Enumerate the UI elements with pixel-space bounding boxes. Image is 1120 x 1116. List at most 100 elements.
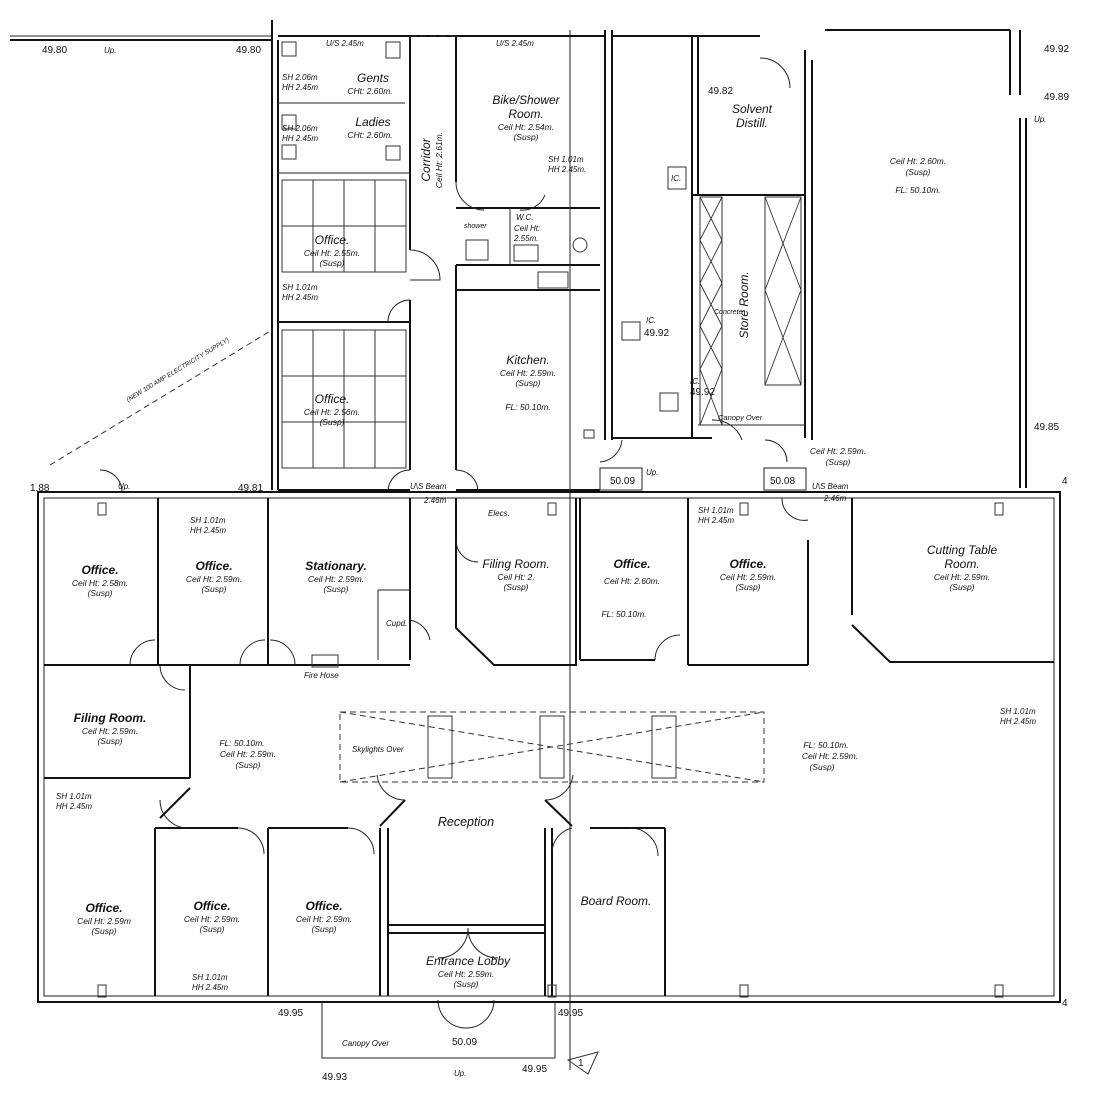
room-office-s4: Office. bbox=[729, 557, 766, 571]
entrance-ceil: Ceil Ht: 2.59m. bbox=[438, 969, 494, 979]
bay-ceil: Ceil Ht: 2.59m. bbox=[810, 446, 866, 456]
edge-marker-b: 4 bbox=[1062, 998, 1068, 1009]
kitchen-fl: FL: 50.10m. bbox=[505, 402, 550, 412]
us-beam-1: U\S Beam bbox=[410, 482, 447, 491]
office-s4-sh: SH 1.01m bbox=[698, 506, 734, 515]
office-b3-ceil: Ceil Ht: 2.59m. bbox=[296, 914, 352, 924]
us-beam-1-val: 2.46m bbox=[423, 496, 447, 505]
room-office-b3: Office. bbox=[305, 899, 342, 913]
gents-sh: SH 2.06m bbox=[282, 73, 318, 82]
room-corridor: Corridor bbox=[419, 137, 433, 181]
sw-hh: HH 2.45m bbox=[56, 802, 92, 811]
wc-ceil-val: 2.55m. bbox=[513, 234, 538, 243]
level-tr: 49.92 bbox=[1044, 44, 1069, 55]
hall-east-fl: FL: 50.10m. bbox=[803, 740, 848, 750]
office-s2-hh: HH 2.45m bbox=[190, 526, 226, 535]
kitchen-susp: (Susp) bbox=[515, 378, 540, 388]
us-top-2: U/S 2.45m bbox=[496, 39, 534, 48]
up-label-right: Up. bbox=[1034, 115, 1046, 124]
ic-label-1: IC. bbox=[671, 174, 681, 183]
canopy-over-north: Canopy Over bbox=[718, 413, 763, 422]
step-level-2: 50.08 bbox=[770, 476, 795, 487]
room-solvent: Solvent bbox=[732, 102, 773, 116]
office-s3-ceil: Ceil Ht: 2.60m. bbox=[604, 576, 660, 586]
kitchen-ceil: Ceil Ht: 2.59m. bbox=[500, 368, 556, 378]
concrete-label: Concrete bbox=[714, 309, 743, 316]
level-entrance: 50.09 bbox=[452, 1037, 477, 1048]
level-bot2-left: 49.93 bbox=[322, 1072, 347, 1083]
office-s4-susp: (Susp) bbox=[735, 582, 760, 592]
level-r-up: 49.89 bbox=[1044, 92, 1069, 103]
office-n1-ceil: Ceil Ht: 2.55m. bbox=[304, 248, 360, 258]
hall-east-sh: SH 1.01m bbox=[1000, 707, 1036, 716]
level-mid-left: 1.88 bbox=[30, 483, 50, 494]
warehouse-susp: (Susp) bbox=[905, 167, 930, 177]
hall-west-fl: FL: 50.10m. bbox=[219, 738, 264, 748]
room-wc: W.C. bbox=[516, 213, 533, 222]
ic-level-3: 49.92 bbox=[690, 387, 715, 398]
sw-sh: SH 1.01m bbox=[56, 792, 92, 801]
room-office-s3: Office. bbox=[613, 557, 650, 571]
room-filing-west: Filing Room. bbox=[74, 711, 147, 725]
solvent-level: 49.82 bbox=[708, 86, 733, 97]
hall-west-ceil: Ceil Ht: 2.59m. bbox=[220, 749, 276, 759]
level-bot-left: 49.95 bbox=[278, 1008, 303, 1019]
us-beam-2: U\S Beam bbox=[812, 482, 849, 491]
filing-north-susp: (Susp) bbox=[503, 582, 528, 592]
room-entrance-lobby: Entrance Lobby bbox=[426, 954, 511, 968]
hall-east-susp: (Susp) bbox=[809, 762, 834, 772]
room-kitchen: Kitchen. bbox=[506, 353, 549, 367]
bike-hh: HH 2.45m. bbox=[548, 165, 586, 174]
corridor-label-group: Corridor Ceil Ht: 2.61m. bbox=[419, 132, 444, 188]
office-s2-susp: (Susp) bbox=[201, 584, 226, 594]
room-filing-north: Filing Room. bbox=[482, 557, 549, 571]
electricity-supply-note: (NEW 100 AMP ELECTRICITY SUPPLY) bbox=[125, 337, 230, 404]
office-b1-susp: (Susp) bbox=[91, 926, 116, 936]
level-mid-left-2: 49.81 bbox=[238, 483, 263, 494]
filing-west-ceil: Ceil Ht: 2.59m. bbox=[82, 726, 138, 736]
stationary-susp: (Susp) bbox=[323, 584, 348, 594]
hall-east-hh: HH 2.45m bbox=[1000, 717, 1036, 726]
level-bot-right: 49.95 bbox=[558, 1008, 583, 1019]
cutting-ceil: Ceil Ht: 2.59m. bbox=[934, 572, 990, 582]
shower-label: shower bbox=[464, 223, 487, 230]
office-s1-ceil: Ceil Ht: 2.58m. bbox=[72, 578, 128, 588]
us-top-1: U/S 2.45m bbox=[326, 39, 364, 48]
ic-label-3: IC. bbox=[690, 377, 700, 386]
north-arrow-label: 1 bbox=[578, 1058, 584, 1069]
outer-walls bbox=[10, 20, 1061, 1003]
room-board: Board Room. bbox=[581, 894, 652, 908]
room-office-s1: Office. bbox=[81, 563, 118, 577]
elecs-label: Elecs. bbox=[488, 509, 510, 518]
bike-ceil: Ceil Ht: 2.54m. bbox=[498, 122, 554, 132]
office-b1-ceil: Ceil Ht: 2.59m bbox=[77, 916, 131, 926]
ladies-cht: CHt: 2.60m. bbox=[347, 130, 392, 140]
office-n2-susp: (Susp) bbox=[319, 417, 344, 427]
office-n1-sh: SH 1.01m bbox=[282, 283, 318, 292]
level-r-mid: 49.85 bbox=[1034, 422, 1059, 433]
room-cutting-table-2: Room. bbox=[944, 557, 979, 571]
us-beam-2-val: 2.46m bbox=[823, 494, 847, 503]
cupd-label: Cupd. bbox=[386, 619, 407, 628]
bike-susp: (Susp) bbox=[513, 132, 538, 142]
up-label-bottom: Up. bbox=[454, 1069, 466, 1078]
hall-west-susp: (Susp) bbox=[235, 760, 260, 770]
gents-hh: HH 2.45m bbox=[282, 83, 318, 92]
room-solvent-2: Distill. bbox=[736, 116, 768, 130]
office-b2-hh: HH 2.45m bbox=[192, 983, 228, 992]
ic-label-2: IC. bbox=[646, 316, 656, 325]
skylights-label: Skylights Over bbox=[352, 745, 404, 754]
office-s1-susp: (Susp) bbox=[87, 588, 112, 598]
room-reception: Reception bbox=[438, 815, 494, 829]
office-s4-ceil: Ceil Ht: 2.59m. bbox=[720, 572, 776, 582]
room-gents: Gents bbox=[357, 71, 389, 85]
warehouse-fl: FL: 50.10m. bbox=[895, 185, 940, 195]
supply-note-group: (NEW 100 AMP ELECTRICITY SUPPLY) bbox=[125, 337, 230, 404]
bike-sh: SH 1.01m bbox=[548, 155, 584, 164]
gents-cht: CHt: 2.60m. bbox=[347, 86, 392, 96]
ladies-sh: SH 2.06m bbox=[282, 124, 318, 133]
office-desks-north bbox=[281, 179, 407, 469]
room-ladies: Ladies bbox=[355, 115, 390, 129]
edge-marker-a: 4 bbox=[1062, 476, 1068, 487]
